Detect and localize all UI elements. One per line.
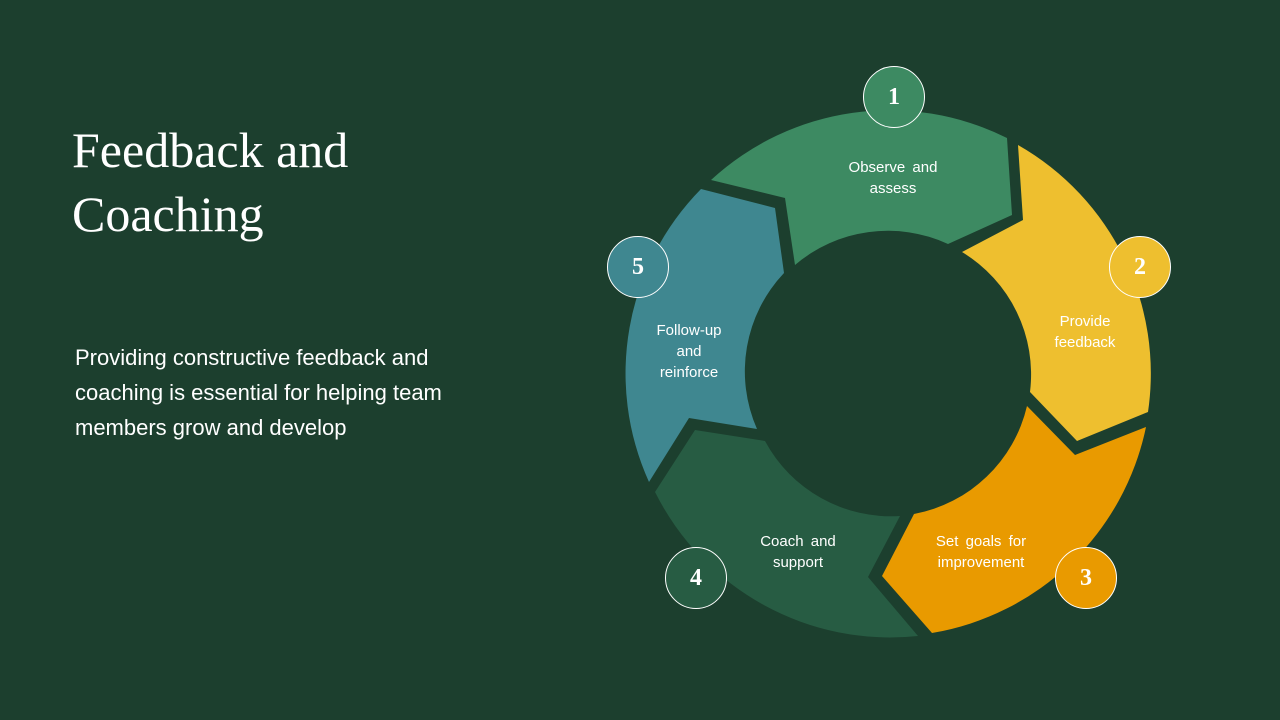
cycle-segment-4 [655, 430, 918, 638]
step-label-1: Observe and assess [848, 159, 938, 197]
step-label-3: Set goals for improvement [935, 533, 1027, 571]
step-label-4: Coach and support [760, 533, 836, 571]
cycle-segment-3 [882, 406, 1146, 633]
step-number-badge-5: 5 [607, 236, 669, 298]
step-number-badge-3: 3 [1055, 547, 1117, 609]
step-number-badge-1: 1 [863, 66, 925, 128]
slide-title: Feedback and Coaching [72, 122, 349, 242]
step-label-5: Follow-up and reinforce [656, 322, 722, 381]
step-label-2: Provide feedback [1054, 313, 1116, 351]
cycle-segment-2 [962, 145, 1151, 441]
step-number-badge-4: 4 [665, 547, 727, 609]
cycle-segment-1 [711, 110, 1012, 266]
slide-description: Providing constructive feedback and coac… [75, 345, 442, 440]
step-number-badge-2: 2 [1109, 236, 1171, 298]
